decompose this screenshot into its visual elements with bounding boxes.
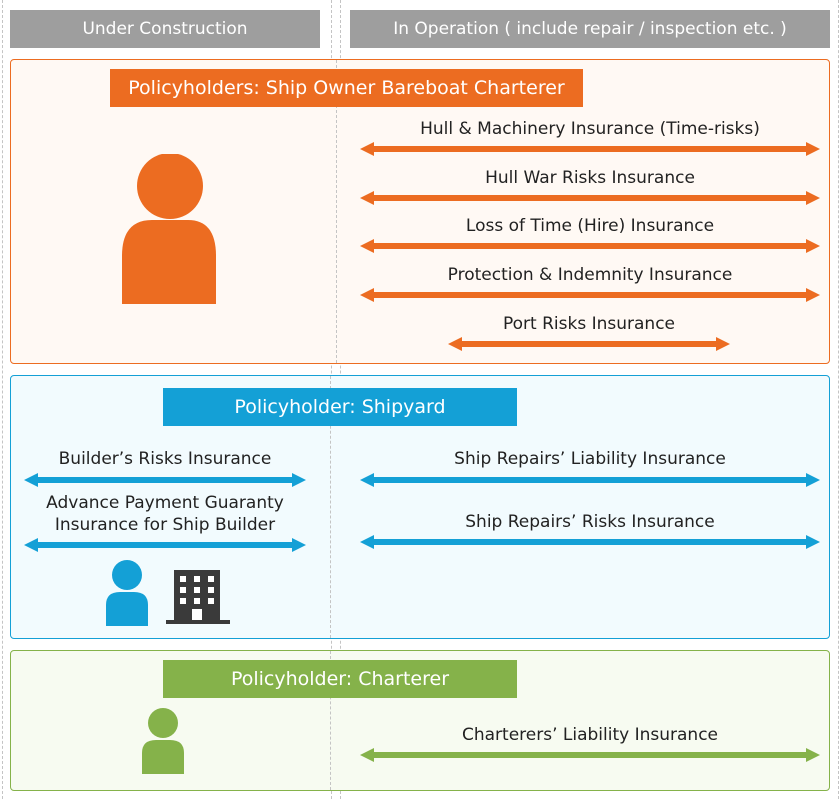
shipyard-policyholder-label: Policyholder: Shipyard [163,388,517,426]
owner-arrow-4 [360,288,820,302]
owner-insurance-1: Hull & Machinery Insurance (Time-risks) [420,119,760,139]
owner-policyholder-label: Policyholders: Ship Owner Bareboat Chart… [110,69,583,107]
owner-arrow-2 [360,191,820,205]
shipyard-construction-insurance-2b: Insurance for Ship Builder [54,515,276,535]
building-icon [166,570,230,624]
owner-insurance-2: Hull War Risks Insurance [485,168,695,188]
under-construction-header: Under Construction [10,10,320,48]
shipyard-operation-arrow-2 [360,535,820,549]
under-construction-label: Under Construction [82,19,248,39]
owner-person-icon [122,154,216,304]
owner-arrow-5 [448,337,730,351]
in-operation-header: In Operation ( include repair / inspecti… [350,10,830,48]
shipyard-operation-insurance-2: Ship Repairs’ Risks Insurance [465,512,715,532]
charterer-person-icon [142,708,184,774]
shipyard-operation-arrow-1 [360,473,820,487]
shipyard-construction-arrow-1 [24,473,306,487]
owner-panel [10,59,830,364]
charterer-panel-divider [330,651,331,790]
owner-insurance-3: Loss of Time (Hire) Insurance [465,216,715,236]
charterer-insurance-1: Charterers’ Liability Insurance [461,725,718,745]
owner-arrow-1 [360,142,820,156]
owner-panel-divider [336,60,337,363]
charterer-policyholder-label: Policyholder: Charterer [163,660,517,698]
shipyard-panel-divider [330,376,331,638]
owner-arrow-3 [360,239,820,253]
shipyard-construction-arrow-2 [24,538,306,552]
owner-insurance-5: Port Risks Insurance [502,314,675,334]
shipyard-construction-insurance-2a: Advance Payment Guaranty [46,493,284,513]
owner-insurance-4: Protection & Indemnity Insurance [447,265,733,285]
in-operation-label: In Operation ( include repair / inspecti… [393,19,787,39]
shipyard-operation-insurance-1: Ship Repairs’ Liability Insurance [454,449,726,469]
shipyard-construction-insurance-1: Builder’s Risks Insurance [58,449,272,469]
charterer-arrow-1 [360,748,820,762]
shipyard-person-icon [106,560,148,626]
